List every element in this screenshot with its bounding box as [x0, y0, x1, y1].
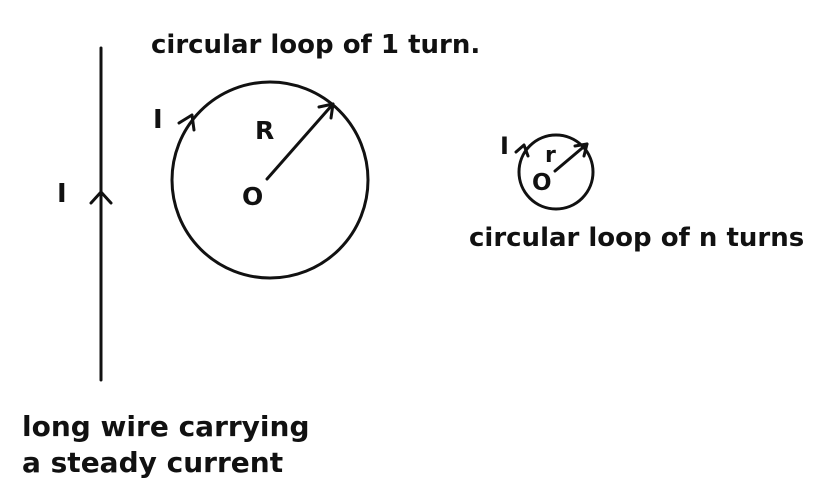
small-loop-radius-label: r [545, 143, 556, 168]
small-loop-center-label: O [532, 170, 552, 196]
wire-caption-line2: a steady current [22, 446, 283, 479]
large-loop-radius-arrow-icon [317, 102, 335, 120]
large-loop-circle [170, 80, 370, 280]
large-loop-radius-label: R [255, 116, 274, 145]
loop-one-turn: circular loop of 1 turn. I R O [151, 30, 480, 280]
wire-current-arrow-icon [89, 190, 113, 205]
small-loop-radius-line [553, 142, 589, 173]
large-loop-current-arrow-icon [177, 113, 196, 132]
small-loop-current-arrow-icon [514, 143, 530, 158]
large-loop-radius-line [265, 102, 335, 181]
loop-n-turns: I r O circular loop of n turns [469, 132, 804, 253]
small-loop-caption: circular loop of n turns [469, 223, 804, 253]
small-loop-current-label: I [500, 132, 509, 160]
wire-current-label: I [57, 179, 67, 209]
small-loop-radius-arrow-icon [573, 142, 589, 158]
wire-caption-line1: long wire carrying [22, 410, 310, 443]
large-loop-center-label: O [242, 182, 263, 211]
long-wire: I long wire carrying a steady current [22, 46, 310, 479]
small-loop-circle [517, 133, 595, 211]
loop-one-turn-title: circular loop of 1 turn. [151, 30, 480, 60]
large-loop-current-label: I [153, 105, 163, 135]
